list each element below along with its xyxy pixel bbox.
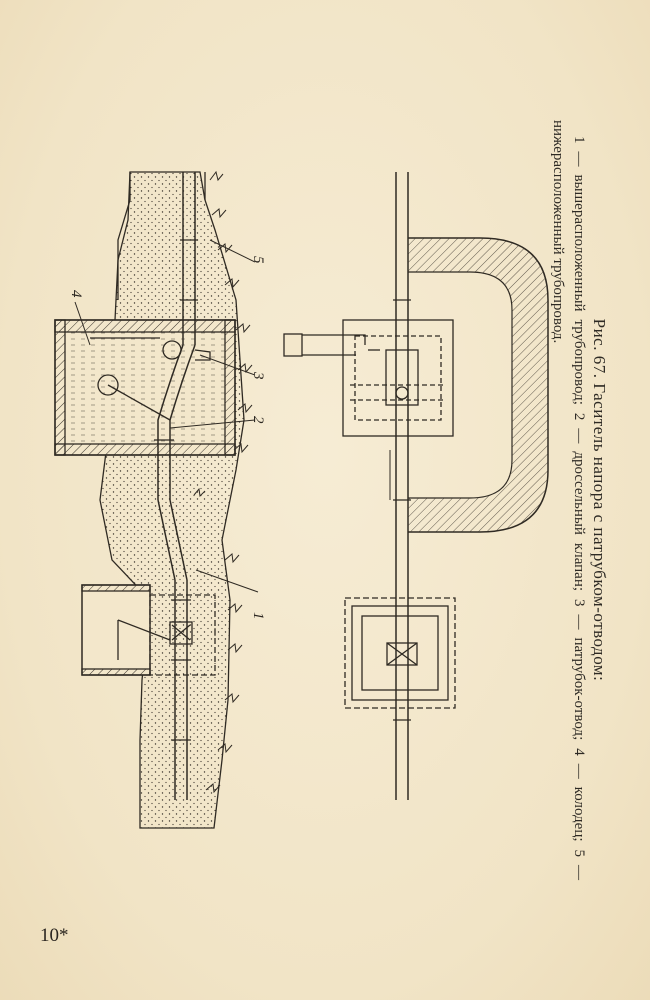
figure-caption: Рис. 67. Гаситель напора с патрубком-отв… — [547, 120, 610, 880]
callout-3: 3 — [250, 371, 266, 380]
callout-2: 2 — [250, 416, 266, 424]
caption-title: Рис. 67. Гаситель напора с патрубком-отв… — [590, 318, 609, 682]
callout-1: 1 — [250, 612, 266, 620]
section-view — [54, 171, 245, 829]
lower-chamber-plan — [344, 597, 456, 709]
callout-5: 5 — [250, 256, 266, 264]
soil-embankment — [99, 171, 245, 829]
callout-4: 4 — [68, 290, 84, 298]
plan-view — [283, 172, 549, 800]
lower-chamber — [81, 584, 151, 676]
well-plan — [342, 319, 454, 437]
vegetation — [193, 170, 253, 794]
caption-legend: 1 — вышерасположенный трубопровод; 2 — д… — [550, 120, 587, 880]
page-number: 10* — [40, 925, 69, 946]
